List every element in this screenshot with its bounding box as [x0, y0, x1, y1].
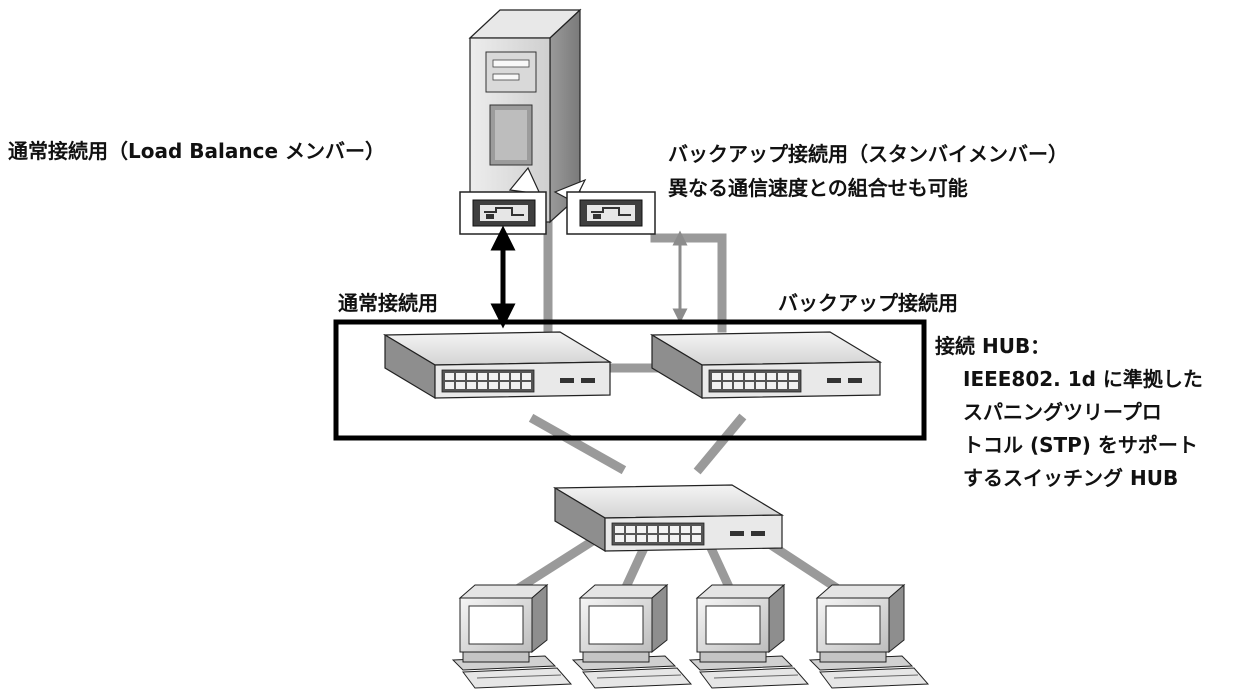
label-backup-connection: バックアップ接続用 [778, 291, 958, 315]
label-backup-connection-standby: バックアップ接続用（スタンバイメンバー） [668, 142, 1068, 166]
hub-note-line: トコル (STP) をサポート [963, 433, 1198, 457]
switching-hub-icon [382, 331, 613, 400]
hub-note-title: 接続 HUB： [935, 334, 1051, 358]
desktop-pc-icon [688, 583, 810, 689]
hub-requirement-note: 接続 HUB： IEEE802. 1d に準拠した スパニングツリープロ トコル… [935, 330, 1240, 495]
desktop-pc-icon [571, 583, 693, 689]
label-normal-connection-lb: 通常接続用（Load Balance メンバー） [8, 139, 385, 163]
cable-hub-left-to-switch [528, 413, 627, 475]
cable-server-to-hub-right [650, 233, 727, 333]
network-card-icon [553, 178, 656, 235]
hub-note-line: IEEE802. 1d に準拠した [963, 367, 1203, 391]
switching-hub-icon [649, 331, 883, 400]
pc-group [451, 583, 930, 689]
switching-hub-icon [552, 484, 785, 553]
desktop-pc-icon [451, 583, 573, 689]
hub-note-line: するスイッチング HUB [963, 466, 1179, 490]
hub-note-line: スパニングツリープロ [963, 400, 1162, 424]
cable-hub-right-to-switch [693, 413, 747, 475]
hub-group-frame [333, 319, 927, 441]
desktop-pc-icon [808, 583, 930, 689]
label-normal-connection: 通常接続用 [338, 291, 438, 315]
label-different-speed-note: 異なる通信速度との組合せも可能 [668, 176, 968, 200]
